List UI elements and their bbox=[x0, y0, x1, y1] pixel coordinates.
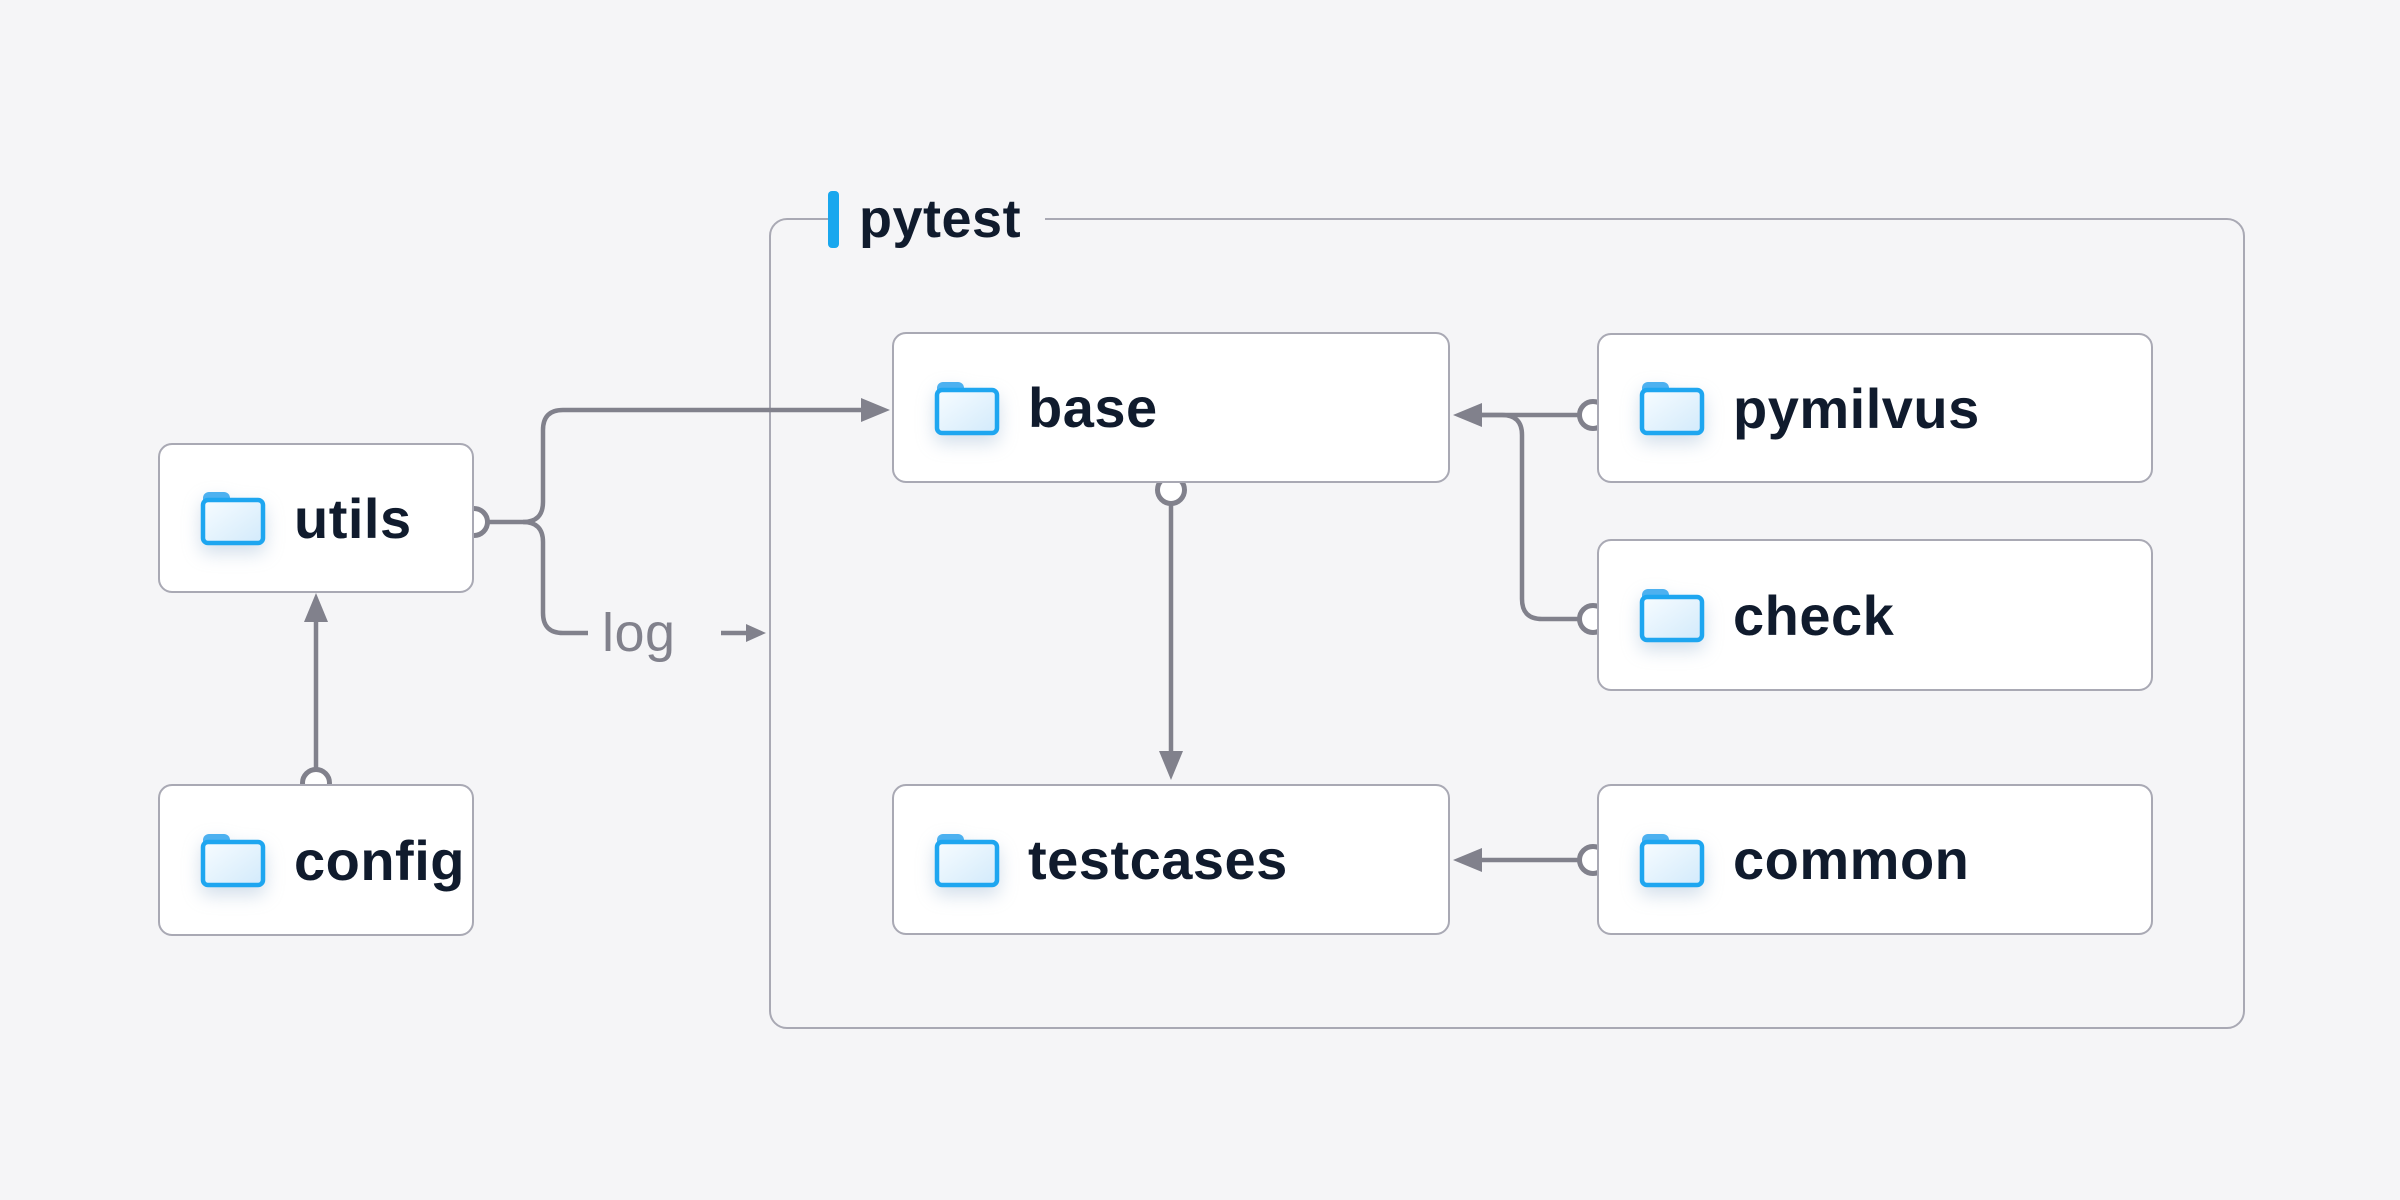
folder-icon bbox=[1639, 589, 1705, 643]
node-config: config bbox=[158, 784, 474, 936]
node-base: base bbox=[892, 332, 1450, 483]
node-label: config bbox=[294, 828, 465, 892]
group-pytest: pytest bbox=[769, 188, 2245, 1029]
group-label-pytest: pytest bbox=[828, 188, 1046, 250]
node-label: base bbox=[1028, 376, 1158, 439]
node-label: common bbox=[1733, 828, 1970, 891]
node-label: testcases bbox=[1028, 828, 1288, 891]
folder-icon bbox=[200, 492, 266, 546]
arrowhead-small-right-icon bbox=[746, 624, 766, 642]
node-testcases: testcases bbox=[892, 784, 1450, 935]
accent-bar-icon bbox=[828, 190, 839, 248]
edge-label-log: log bbox=[602, 603, 676, 663]
edge-config-utils bbox=[300, 593, 332, 799]
folder-icon bbox=[1639, 833, 1705, 887]
node-check: check bbox=[1597, 539, 2153, 691]
node-pymilvus: pymilvus bbox=[1597, 333, 2153, 483]
node-label: utils bbox=[294, 486, 412, 550]
node-label: check bbox=[1733, 583, 1895, 647]
group-title: pytest bbox=[859, 189, 1022, 249]
folder-icon bbox=[1639, 382, 1705, 436]
node-label: pymilvus bbox=[1733, 376, 1980, 440]
folder-icon bbox=[934, 833, 1000, 887]
folder-icon bbox=[934, 381, 1000, 435]
node-utils: utils bbox=[158, 443, 474, 593]
folder-icon bbox=[200, 834, 266, 888]
node-common: common bbox=[1597, 784, 2153, 935]
arrowhead-up-icon bbox=[304, 593, 328, 622]
